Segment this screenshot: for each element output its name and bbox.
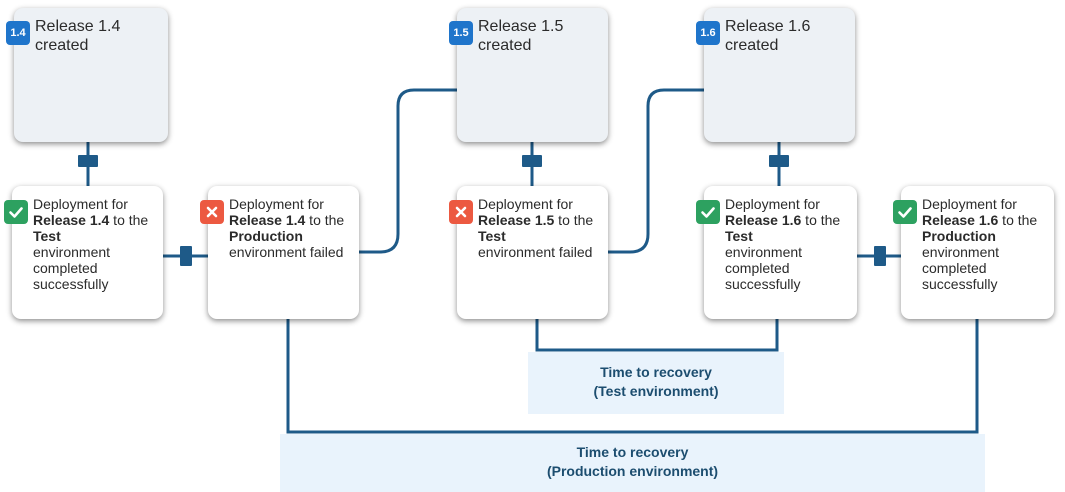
- release-title: Release 1.5: [478, 18, 564, 35]
- deployment-description: Deployment for Release 1.5 to the Test e…: [478, 196, 594, 260]
- deployment-card-1-5-test: Deployment for Release 1.5 to the Test e…: [449, 186, 608, 319]
- deployment-card-1-4-production: Deployment for Release 1.4 to the Produc…: [200, 186, 359, 319]
- release-label: Release 1.5 created: [478, 17, 563, 55]
- release-label: Release 1.4 created: [35, 17, 120, 55]
- connector-failed-test-to-release-1-6: [608, 88, 705, 254]
- release-card-1-4: 1.4 Release 1.4 created: [6, 8, 168, 142]
- recovery-title: Time to recovery: [600, 364, 712, 380]
- release-badge: 1.4: [6, 21, 30, 45]
- connector-failed-prod-to-release-1-5: [358, 88, 458, 254]
- check-icon: [893, 200, 917, 224]
- release-status: created: [35, 37, 89, 54]
- release-badge: 1.5: [449, 21, 473, 45]
- close-icon: [200, 200, 224, 224]
- time-to-recovery-production: Time to recovery (Production environment…: [280, 434, 985, 492]
- deployment-card-1-6-test: Deployment for Release 1.6 to the Test e…: [696, 186, 857, 319]
- cross-joint: [874, 246, 886, 266]
- recovery-title: Time to recovery: [576, 444, 689, 460]
- release-label: Release 1.6 created: [725, 17, 810, 55]
- deployment-description: Deployment for Release 1.6 to the Produc…: [922, 196, 1038, 292]
- deployment-description: Deployment for Release 1.4 to the Produc…: [229, 196, 345, 260]
- release-status: created: [725, 37, 779, 54]
- release-card-1-6: 1.6 Release 1.6 created: [696, 8, 855, 142]
- check-icon: [696, 200, 720, 224]
- recovery-environment: (Test environment): [593, 383, 719, 399]
- release-title: Release 1.4: [35, 18, 121, 35]
- deployment-card-1-6-production: Deployment for Release 1.6 to the Produc…: [893, 186, 1054, 319]
- cross-joint: [769, 155, 789, 167]
- time-to-recovery-test: Time to recovery (Test environment): [528, 352, 784, 414]
- recovery-production-bracket: [286, 319, 979, 434]
- recovery-test-bracket: [535, 319, 779, 352]
- check-icon: [4, 200, 28, 224]
- deployment-card-1-4-test: Deployment for Release 1.4 to the Test e…: [4, 186, 163, 319]
- cross-joint: [78, 155, 98, 167]
- release-title: Release 1.6: [725, 18, 811, 35]
- deployment-description: Deployment for Release 1.4 to the Test e…: [33, 196, 149, 292]
- release-card-1-5: 1.5 Release 1.5 created: [449, 8, 608, 142]
- close-icon: [449, 200, 473, 224]
- release-status: created: [478, 37, 532, 54]
- recovery-environment: (Production environment): [546, 463, 719, 479]
- release-badge: 1.6: [696, 21, 720, 45]
- deployment-description: Deployment for Release 1.6 to the Test e…: [725, 196, 841, 292]
- cross-joint: [180, 246, 192, 266]
- cross-joint: [522, 155, 542, 167]
